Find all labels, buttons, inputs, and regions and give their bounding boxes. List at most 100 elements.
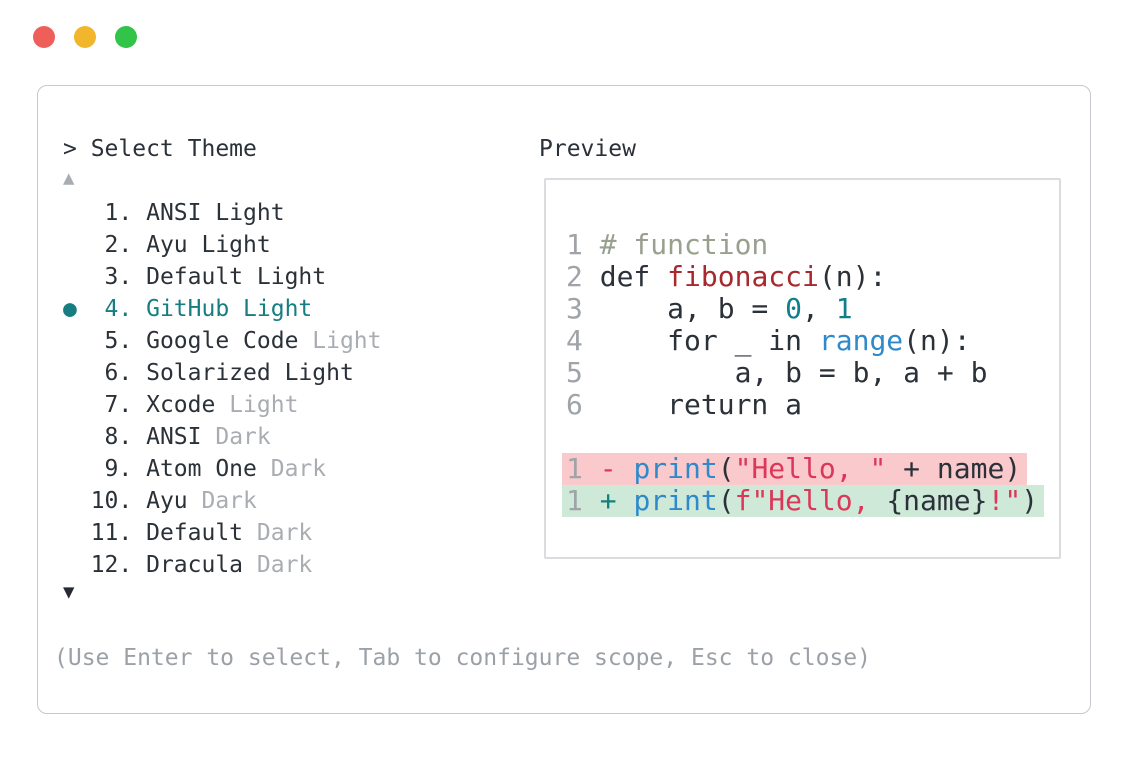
code-token: "Hello, " (734, 452, 887, 485)
code-line: 1 # function (562, 229, 1059, 261)
bullet-spacer (63, 552, 91, 578)
theme-item-number: 2. (90, 232, 147, 258)
bullet-spacer (63, 264, 91, 290)
hint-text: (Use Enter to select, Tab to configure s… (54, 645, 871, 671)
theme-item-number: 11. (90, 520, 147, 546)
zoom-button[interactable] (115, 26, 137, 48)
code-token: {name} (886, 484, 988, 517)
theme-item-variant: Light (229, 392, 299, 418)
theme-item-name: Ayu (146, 488, 202, 514)
code-line-content: 6 return a (562, 389, 808, 421)
bullet-spacer (63, 520, 91, 546)
line-number: 3 (566, 292, 600, 325)
theme-item-variant: Light (243, 296, 313, 322)
theme-item-variant: Light (201, 232, 271, 258)
theme-item-variant: Dark (270, 456, 327, 482)
theme-item-name: ANSI (146, 424, 216, 450)
close-button[interactable] (33, 26, 55, 48)
bullet-spacer (63, 488, 91, 514)
preview-title: Preview (539, 136, 636, 162)
theme-item-variant: Dark (201, 488, 257, 514)
code-token: (n): (818, 260, 887, 293)
theme-picker-panel: > Select Theme Preview ▲ 1. ANSI Light 2… (37, 85, 1091, 714)
theme-list: 1. ANSI Light 2. Ayu Light 3. Default Li… (63, 197, 382, 581)
code-token: + (599, 484, 634, 517)
line-number: 5 (566, 356, 600, 389)
theme-list-item[interactable]: 1. ANSI Light (63, 197, 382, 229)
bullet-spacer (63, 392, 91, 418)
theme-item-variant: Light (284, 360, 354, 386)
code-line-content: 1 + print(f"Hello, {name}!") (562, 484, 1045, 517)
theme-item-name: Solarized (146, 360, 285, 386)
scroll-down-icon[interactable]: ▼ (63, 581, 75, 603)
code-token: print (633, 452, 718, 485)
theme-item-number: 4. (90, 296, 147, 322)
code-line-content: 1 - print("Hello, " + name) (562, 452, 1028, 485)
code-token: ( (717, 452, 735, 485)
diff-line-added: 1 + print(f"Hello, {name}!") (562, 485, 1059, 517)
code-token: ( (717, 484, 735, 517)
theme-item-number: 8. (90, 424, 147, 450)
theme-list-item[interactable]: ● 4. GitHub Light (63, 293, 382, 325)
theme-item-number: 7. (90, 392, 147, 418)
line-number: 2 (566, 260, 600, 293)
theme-item-name: Default (146, 520, 257, 546)
theme-list-item[interactable]: 12. Dracula Dark (63, 549, 382, 581)
code-token: 1 (835, 292, 853, 325)
theme-list-item[interactable]: 11. Default Dark (63, 517, 382, 549)
code-line: 4 for _ in range(n): (562, 325, 1059, 357)
scroll-up-icon[interactable]: ▲ (63, 167, 75, 189)
theme-item-number: 9. (90, 456, 147, 482)
theme-list-item[interactable]: 7. Xcode Light (63, 389, 382, 421)
theme-list-item[interactable]: 10. Ayu Dark (63, 485, 382, 517)
minimize-button[interactable] (74, 26, 96, 48)
bullet-spacer (63, 200, 91, 226)
theme-item-variant: Light (256, 264, 327, 290)
code-token: def (599, 260, 668, 293)
diff-line-removed: 1 - print("Hello, " + name) (562, 453, 1059, 485)
code-token: print (633, 484, 718, 517)
selected-bullet-icon: ● (63, 296, 91, 322)
window-controls (33, 26, 137, 48)
code-token: # function (599, 228, 769, 261)
theme-item-name: Dracula (146, 552, 257, 578)
theme-list-item[interactable]: 5. Google Code Light (63, 325, 382, 357)
theme-item-name: Atom One (146, 456, 271, 482)
theme-list-item[interactable]: 8. ANSI Dark (63, 421, 382, 453)
theme-item-name: Google Code (146, 328, 313, 354)
theme-item-name: Xcode (146, 392, 230, 418)
theme-list-item[interactable]: 9. Atom One Dark (63, 453, 382, 485)
code-line-content: 3 a, b = 0, 1 (562, 293, 859, 325)
theme-item-variant: Light (312, 328, 382, 354)
code-token: , (802, 292, 836, 325)
code-line: 2 def fibonacci(n): (562, 261, 1059, 293)
code-token: return a (599, 388, 803, 421)
theme-item-number: 3. (90, 264, 147, 290)
bullet-spacer (63, 360, 91, 386)
theme-item-variant: Dark (215, 424, 271, 450)
theme-prompt: > Select Theme (63, 136, 257, 162)
code-token: ) (1021, 484, 1039, 517)
code-token: - (599, 452, 634, 485)
code-token: a, b = (599, 292, 786, 325)
code-token: 0 (785, 292, 803, 325)
theme-item-variant: Light (215, 200, 285, 226)
line-number: 4 (566, 324, 600, 357)
theme-item-number: 10. (90, 488, 147, 514)
code-token: range (818, 324, 904, 357)
line-number: 6 (566, 388, 600, 421)
code-token: f"Hello, (734, 484, 887, 517)
theme-list-item[interactable]: 2. Ayu Light (63, 229, 382, 261)
code-line: 6 return a (562, 389, 1059, 421)
line-number: 1 (566, 484, 600, 517)
code-token: fibonacci (667, 260, 819, 293)
theme-list-item[interactable]: 3. Default Light (63, 261, 382, 293)
theme-list-item[interactable]: 6. Solarized Light (63, 357, 382, 389)
theme-item-number: 1. (90, 200, 147, 226)
theme-item-variant: Dark (256, 552, 313, 578)
bullet-spacer (63, 424, 91, 450)
bullet-spacer (63, 328, 91, 354)
code-line: 3 a, b = 0, 1 (562, 293, 1059, 325)
bullet-spacer (63, 456, 91, 482)
